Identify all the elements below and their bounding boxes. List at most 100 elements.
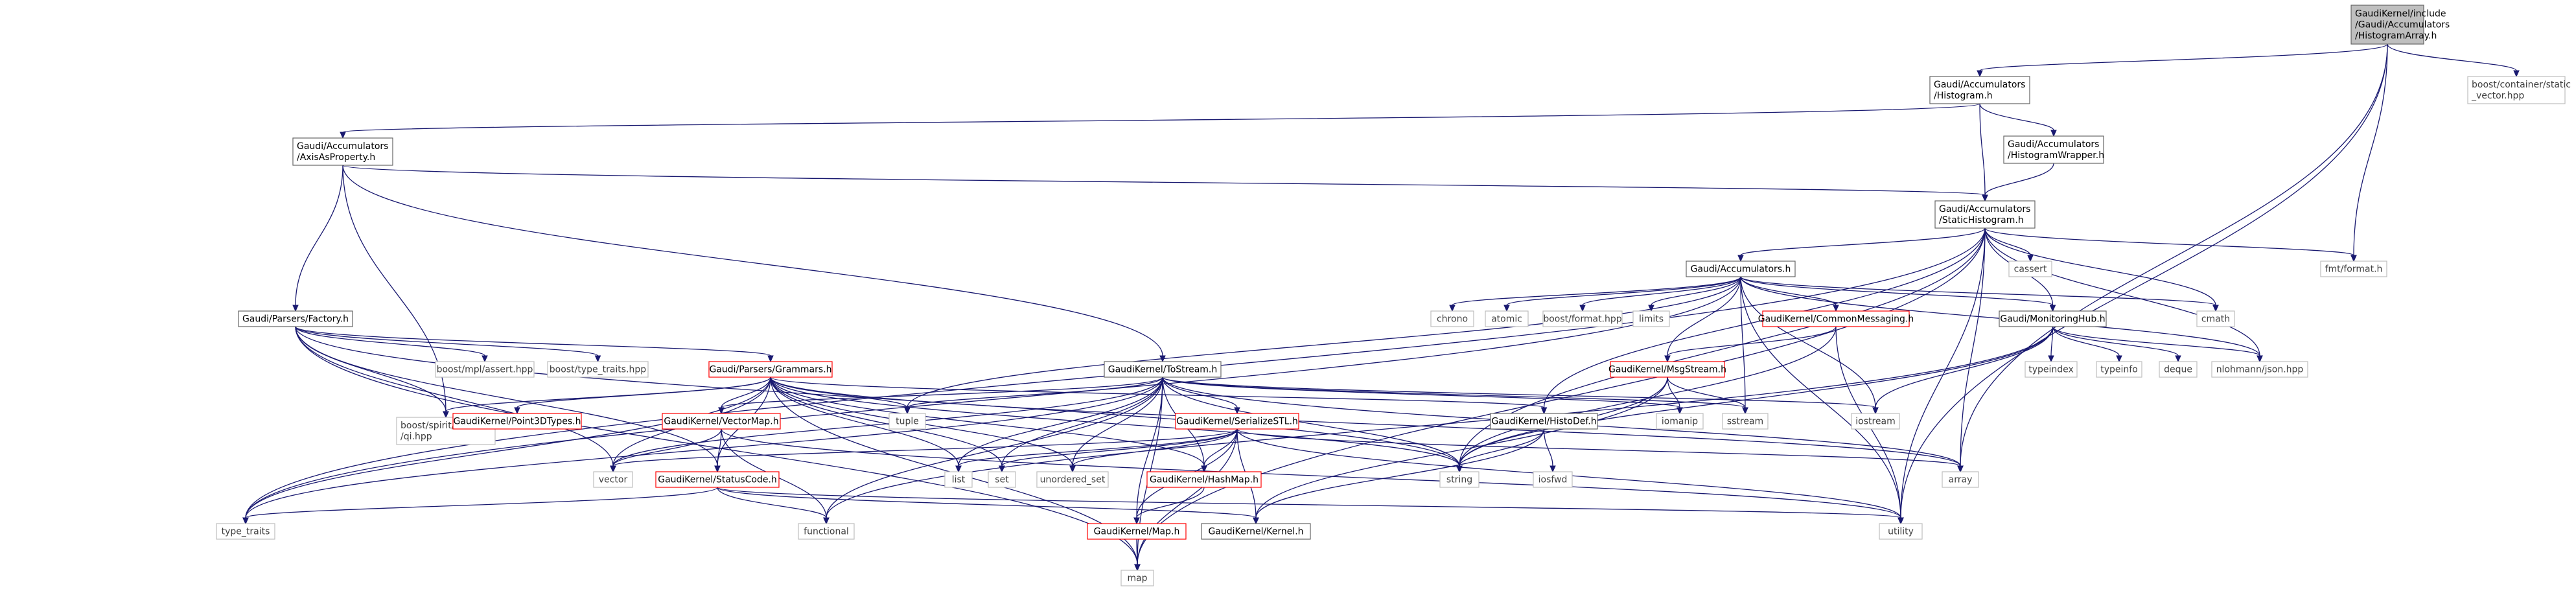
edge-line (1979, 103, 2054, 131)
node-label: vector (599, 475, 628, 485)
node-statuscode_h[interactable]: GaudiKernel/StatusCode.h (655, 471, 780, 488)
node-label: Gaudi/Parsers/Grammars.h (709, 365, 831, 375)
node-box (798, 523, 855, 540)
edge-line (2052, 326, 2260, 356)
edge-grammars_h-to-spirit_qi (443, 377, 771, 419)
node-box (1175, 413, 1299, 430)
edge-arrowhead (2116, 355, 2122, 363)
edge-grammars_h-to-point3d (514, 377, 771, 415)
node-label: GaudiKernel/StatusCode.h (658, 475, 777, 485)
node-box (988, 471, 1016, 488)
node-box (1722, 413, 1769, 430)
node-box (1686, 261, 1796, 277)
node-label: chrono (1437, 314, 1468, 325)
node-monitoring_hub[interactable]: Gaudi/MonitoringHub.h (1999, 310, 2107, 327)
edge-line (295, 326, 718, 467)
node-label: typeindex (2028, 365, 2074, 375)
edge-arrowhead (718, 407, 725, 415)
node-map_h[interactable]: GaudiKernel/Map.h (1087, 523, 1187, 540)
edge-arrowhead (594, 355, 601, 363)
node-label: deque (2164, 365, 2192, 375)
edge-line (1984, 227, 2260, 356)
edge-arrowhead (1897, 517, 1904, 525)
node-box (593, 471, 633, 488)
node-static_hist[interactable]: Gaudi/Accumulators/StaticHistogram.h (1934, 200, 2036, 229)
node-factory_h[interactable]: Gaudi/Parsers/Factory.h (238, 310, 353, 327)
edge-arrowhead (1253, 517, 1259, 525)
edge-line (1960, 227, 1986, 467)
node-accumulators_h[interactable]: Gaudi/Accumulators.h (1686, 261, 1796, 277)
edge-line (295, 326, 771, 356)
edge-statuscode_h-to-kernel_h (717, 487, 1259, 525)
edge-axis_prop-to-factory_h (292, 165, 343, 312)
node-label: Gaudi/Parsers/Factory.h (242, 314, 349, 325)
node-vectormap_h[interactable]: GaudiKernel/VectorMap.h (662, 413, 781, 430)
edge-statuscode_h-to-functional (717, 487, 830, 525)
node-label: GaudiKernel/MsgStream.h (1608, 365, 1726, 375)
node-msgstream_h[interactable]: GaudiKernel/MsgStream.h (1608, 361, 1726, 378)
node-label: Gaudi/MonitoringHub.h (2000, 314, 2105, 325)
node-kernel_h[interactable]: GaudiKernel/Kernel.h (1201, 523, 1311, 540)
node-box (2025, 361, 2078, 378)
edge-arrowhead (1540, 407, 1548, 415)
node-sstream: sstream (1722, 413, 1769, 430)
edge-factory_h-to-grammars_h (295, 326, 774, 363)
node-box (1485, 310, 1529, 327)
edge-serializestl_h-to-unordered_set (1069, 428, 1238, 473)
edge-line (1740, 276, 1746, 408)
edge-arrowhead (443, 411, 449, 419)
node-box (2350, 5, 2424, 45)
edge-arrowhead (2049, 305, 2056, 312)
edge-line (1255, 377, 1668, 518)
node-axis_prop[interactable]: Gaudi/Accumulators/AxisAsProperty.h (292, 137, 393, 166)
node-label: tuple (896, 417, 919, 427)
node-label: GaudiKernel/VectorMap.h (664, 417, 778, 427)
edge-line (612, 428, 722, 467)
node-hist_wrapper[interactable]: Gaudi/Accumulators/HistogramWrapper.h (2003, 135, 2104, 164)
edge-arrowhead (1872, 407, 1879, 415)
edge-line (1740, 276, 2216, 306)
node-label: iostream (1855, 417, 1896, 427)
edge-line (717, 487, 827, 518)
nodes-layer: GaudiKernel/include/Gaudi/Accumulators/H… (216, 5, 2571, 586)
edge-arrowhead (1982, 194, 1988, 202)
node-histogram_h[interactable]: Gaudi/Accumulators/Histogram.h (1929, 76, 2030, 104)
node-histodef_h[interactable]: GaudiKernel/HistoDef.h (1490, 413, 1598, 430)
edge-line (1506, 276, 1741, 306)
node-common_msg[interactable]: GaudiKernel/CommonMessaging.h (1758, 310, 1914, 327)
node-label: /Gaudi/Accumulators (2355, 20, 2450, 30)
node-label: _vector.hpp (2471, 91, 2524, 101)
node-hashmap_h[interactable]: GaudiKernel/HashMap.h (1146, 471, 1262, 488)
edge-arrowhead (1133, 517, 1140, 525)
node-box (708, 361, 833, 378)
edge-line (770, 377, 1460, 467)
node-label: sstream (1727, 417, 1763, 427)
node-label: typeinfo (2100, 365, 2138, 375)
edge-arrowhead (955, 465, 962, 473)
edge-line (958, 377, 1163, 467)
node-serializestl_h[interactable]: GaudiKernel/SerializeSTL.h (1175, 413, 1299, 430)
node-tostream_h[interactable]: GaudiKernel/ToStream.h (1104, 361, 1222, 378)
edge-arrowhead (2050, 130, 2057, 137)
node-label: boost/mpl/assert.hpp (437, 365, 533, 375)
node-typeinfo: typeinfo (2096, 361, 2142, 378)
node-label: GaudiKernel/ToStream.h (1108, 365, 1218, 375)
edge-accumulators_h-to-atomic (1503, 276, 1741, 312)
edge-root-to-fmt_format (2350, 43, 2388, 262)
edge-line (612, 377, 1163, 467)
edge-line (2387, 43, 2517, 71)
edge-line (1236, 428, 1961, 467)
edge-line (1072, 428, 1238, 467)
node-grammars_h[interactable]: Gaudi/Parsers/Grammars.h (708, 361, 833, 378)
node-label: map (1127, 574, 1147, 584)
node-box (1929, 76, 2030, 104)
edge-line (717, 487, 1257, 518)
node-point3d[interactable]: GaudiKernel/Point3DTypes.h (452, 413, 582, 430)
edge-monitoring_hub-to-iostream (1872, 326, 2054, 415)
edge-accumulators_h-to-chrono (1449, 276, 1741, 312)
edge-line (1667, 377, 1746, 408)
edge-factory_h-to-spirit_qi (295, 326, 449, 419)
edge-line (1137, 227, 1986, 565)
edge-line (826, 326, 2054, 518)
node-deque: deque (2159, 361, 2198, 378)
